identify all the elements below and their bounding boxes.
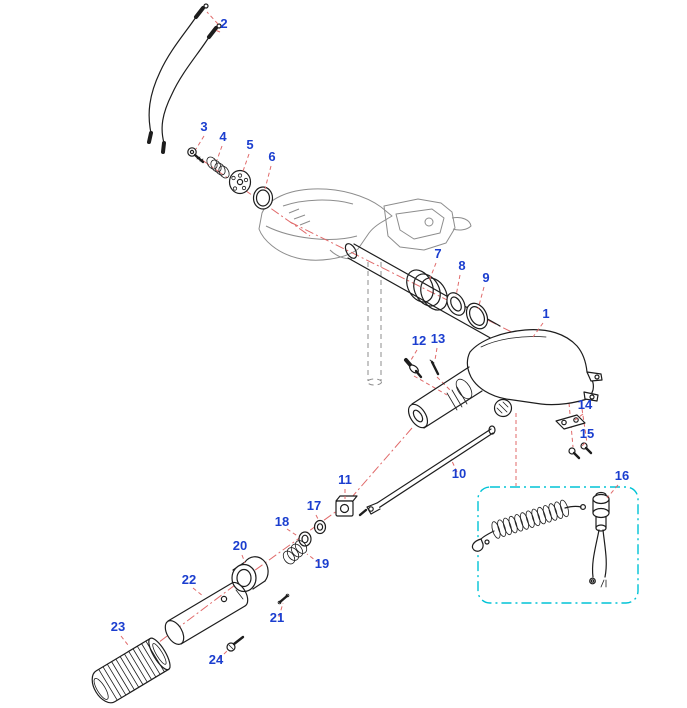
part-number-9: 9 (482, 270, 489, 285)
part-number-21: 21 (270, 610, 284, 625)
part-number-13: 13 (431, 331, 445, 346)
part-number-12: 12 (412, 333, 426, 348)
leader-line-part-17 (315, 514, 320, 522)
leader-line-part-15 (579, 442, 586, 449)
leader-line-part-8 (455, 274, 461, 297)
part-8-washer (446, 292, 466, 316)
leader-line-part-9 (477, 286, 485, 310)
part-17-washer (313, 519, 327, 535)
part-16-kill-switch-assembly (471, 491, 610, 588)
part-12-bolt (404, 358, 423, 379)
part-number-15: 15 (580, 426, 594, 441)
leader-line-part-13 (434, 347, 438, 361)
part-18-washer (298, 531, 312, 547)
leader-line-part-2 (206, 11, 219, 25)
part-7-shaft-spring (406, 269, 448, 311)
part-number-14: 14 (578, 397, 593, 412)
part-19-spring (282, 540, 308, 565)
leader-line-part-16 (606, 484, 619, 499)
leader-line-part-21 (278, 602, 284, 618)
leader-line-part-10 (450, 458, 458, 473)
leader-line-part-5 (241, 153, 250, 175)
leader-line-part-24 (218, 650, 228, 660)
part-number-18: 18 (275, 514, 289, 529)
part-number-2: 2 (220, 16, 227, 31)
part-number-20: 20 (233, 538, 247, 553)
assembly-axis-lines (97, 149, 553, 689)
kill-switch-highlight-box (477, 486, 639, 604)
motor-bracket-ghost (383, 198, 472, 251)
part-4-spring (206, 156, 230, 179)
part-24-screw (226, 635, 245, 652)
part-number-1: 1 (542, 306, 549, 321)
part-number-6: 6 (268, 149, 275, 164)
part-number-24: 24 (209, 652, 224, 667)
lanyard-coil (491, 499, 569, 539)
part-number-8: 8 (458, 258, 465, 273)
part-15-screws (568, 442, 593, 460)
leader-line-part-3 (195, 135, 205, 150)
leader-line-part-19 (306, 553, 320, 564)
part-11-cable-end-block (335, 495, 358, 517)
part-2-throttle-cables (147, 3, 222, 154)
part-14-bracket-plate (555, 414, 586, 430)
kill-switch-body (589, 491, 610, 588)
leader-line-part-22 (192, 587, 204, 597)
leader-line-part-6 (264, 165, 272, 190)
leader-line-part-7 (428, 262, 437, 282)
part-number-7: 7 (434, 246, 441, 261)
motor-cowl-ghost (258, 188, 393, 261)
leader-line-part-4 (216, 145, 223, 161)
leader-line-part-23 (120, 635, 129, 646)
leader-line-part-18 (286, 528, 300, 538)
part-number-23: 23 (111, 619, 125, 634)
part-23-rubber-grip (91, 637, 171, 704)
part-number-3: 3 (200, 119, 207, 134)
leader-line-part-14 (574, 413, 584, 421)
part-6-oring (252, 186, 274, 210)
part-number-17: 17 (307, 498, 321, 513)
part-5-friction-plate (228, 169, 252, 195)
part-number-19: 19 (315, 556, 329, 571)
part-number-4: 4 (219, 129, 227, 144)
part-number-5: 5 (246, 137, 253, 152)
part-10-link-rod (358, 425, 496, 517)
leader-line-part-20 (241, 554, 246, 564)
part-number-22: 22 (182, 572, 196, 587)
part-1-handle-body (407, 329, 603, 429)
part-number-10: 10 (452, 466, 466, 481)
leader-line-part-1 (532, 322, 544, 338)
leader-line-part-2 (214, 29, 221, 33)
part-3-screw (187, 147, 205, 164)
part-number-11: 11 (338, 472, 352, 487)
part-22-handle-tube (164, 581, 249, 645)
part-20-bushing (231, 556, 269, 593)
part-21-pin (277, 593, 290, 605)
part-13-pin (429, 359, 440, 376)
leader-line-part-12 (410, 349, 418, 361)
pivot-hidden-lines (367, 262, 382, 386)
part-9-bushing-ring (465, 302, 489, 330)
part-number-16: 16 (615, 468, 629, 483)
